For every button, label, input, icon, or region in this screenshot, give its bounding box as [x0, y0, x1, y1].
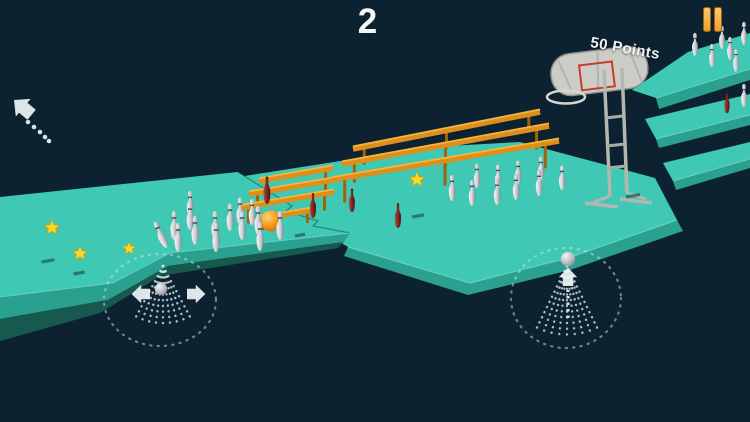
bench-bar-highlight — [330, 137, 560, 179]
bench-bar-highlight — [352, 108, 541, 148]
hoop-ring — [545, 89, 587, 105]
swipe-hint-arrow — [6, 91, 52, 144]
trajectory-dots — [154, 264, 165, 329]
platform-step-strip-1 — [645, 94, 750, 148]
skid-mark — [625, 192, 641, 199]
pause-icon — [714, 7, 722, 32]
gray-ball — [154, 282, 168, 296]
skid-mark — [294, 232, 306, 238]
pause-button[interactable] — [703, 7, 735, 37]
trajectory-dots — [132, 264, 165, 322]
aim-circle — [509, 246, 623, 350]
bench-bar — [341, 123, 550, 167]
hint-dot — [46, 138, 52, 144]
bench-bar — [352, 109, 541, 152]
bench — [330, 137, 560, 203]
basketball-hoop — [545, 45, 653, 209]
bench-bar-highlight — [248, 176, 335, 193]
bench-bar-highlight — [238, 188, 335, 207]
trajectory-dots — [161, 264, 187, 326]
trajectory-dots — [139, 264, 165, 326]
trajectory-dots — [146, 264, 165, 328]
gray-ball — [560, 251, 576, 267]
bench-bar — [330, 138, 560, 183]
bench-bar — [258, 165, 334, 184]
bench-bar-highlight — [341, 122, 550, 163]
aim-indicator[interactable] — [509, 246, 623, 350]
platform-step-strip-2 — [663, 142, 750, 190]
skid-mark — [411, 213, 425, 219]
hint-dot — [37, 129, 43, 135]
platform-upper-right — [632, 33, 750, 109]
aim-layer — [102, 246, 623, 350]
bench-bar — [238, 189, 335, 211]
pause-icon — [703, 7, 711, 32]
aim-indicator[interactable] — [102, 252, 218, 348]
aim-circle — [102, 252, 218, 348]
hint-dot — [31, 124, 37, 130]
trajectory-dots — [161, 264, 172, 329]
trajectory-dots — [161, 264, 180, 328]
skid-mark — [73, 270, 85, 276]
bench — [238, 188, 335, 224]
hint-dot — [42, 134, 48, 140]
hoop-stand — [584, 67, 653, 209]
bench-bar-highlight — [258, 164, 334, 180]
trajectory-dots — [161, 264, 194, 322]
skid-mark — [41, 258, 55, 264]
hint-dot — [25, 119, 31, 125]
hoop-target-rect — [577, 60, 616, 92]
score-display: 2 — [357, 2, 379, 41]
bench-bar — [248, 177, 335, 197]
